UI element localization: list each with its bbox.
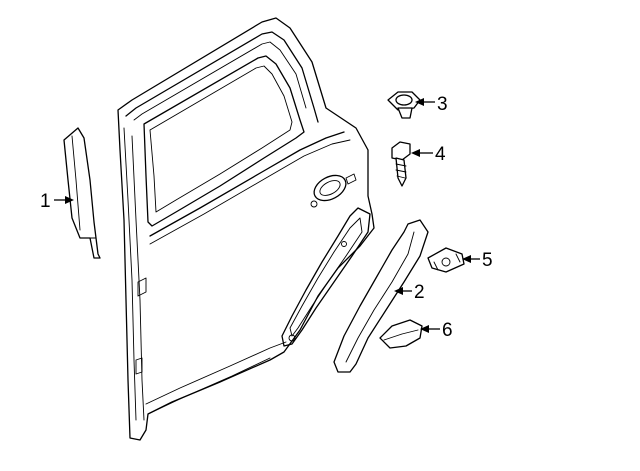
callout-4: 4 — [411, 144, 446, 165]
part-2-wheel-molding — [333, 219, 429, 373]
part-5-clip-nut — [427, 247, 465, 273]
callout-4-label: 4 — [435, 144, 446, 165]
callout-3: 3 — [415, 94, 448, 115]
callout-3-label: 3 — [437, 94, 448, 115]
part-6-cover-cap — [379, 319, 423, 349]
part-4-screw — [391, 141, 411, 187]
callout-2-label: 2 — [414, 282, 425, 303]
callout-1-label: 1 — [40, 191, 51, 212]
callout-6: 6 — [420, 320, 453, 341]
callout-6-label: 6 — [442, 320, 453, 341]
rear-door-shell — [117, 17, 375, 441]
callout-5-label: 5 — [482, 250, 493, 271]
callout-1: 1 — [40, 191, 74, 212]
callout-2: 2 — [394, 282, 425, 303]
part-1-pillar-applique — [63, 127, 101, 259]
part-3-push-clip — [387, 91, 421, 119]
callout-5: 5 — [462, 250, 493, 271]
